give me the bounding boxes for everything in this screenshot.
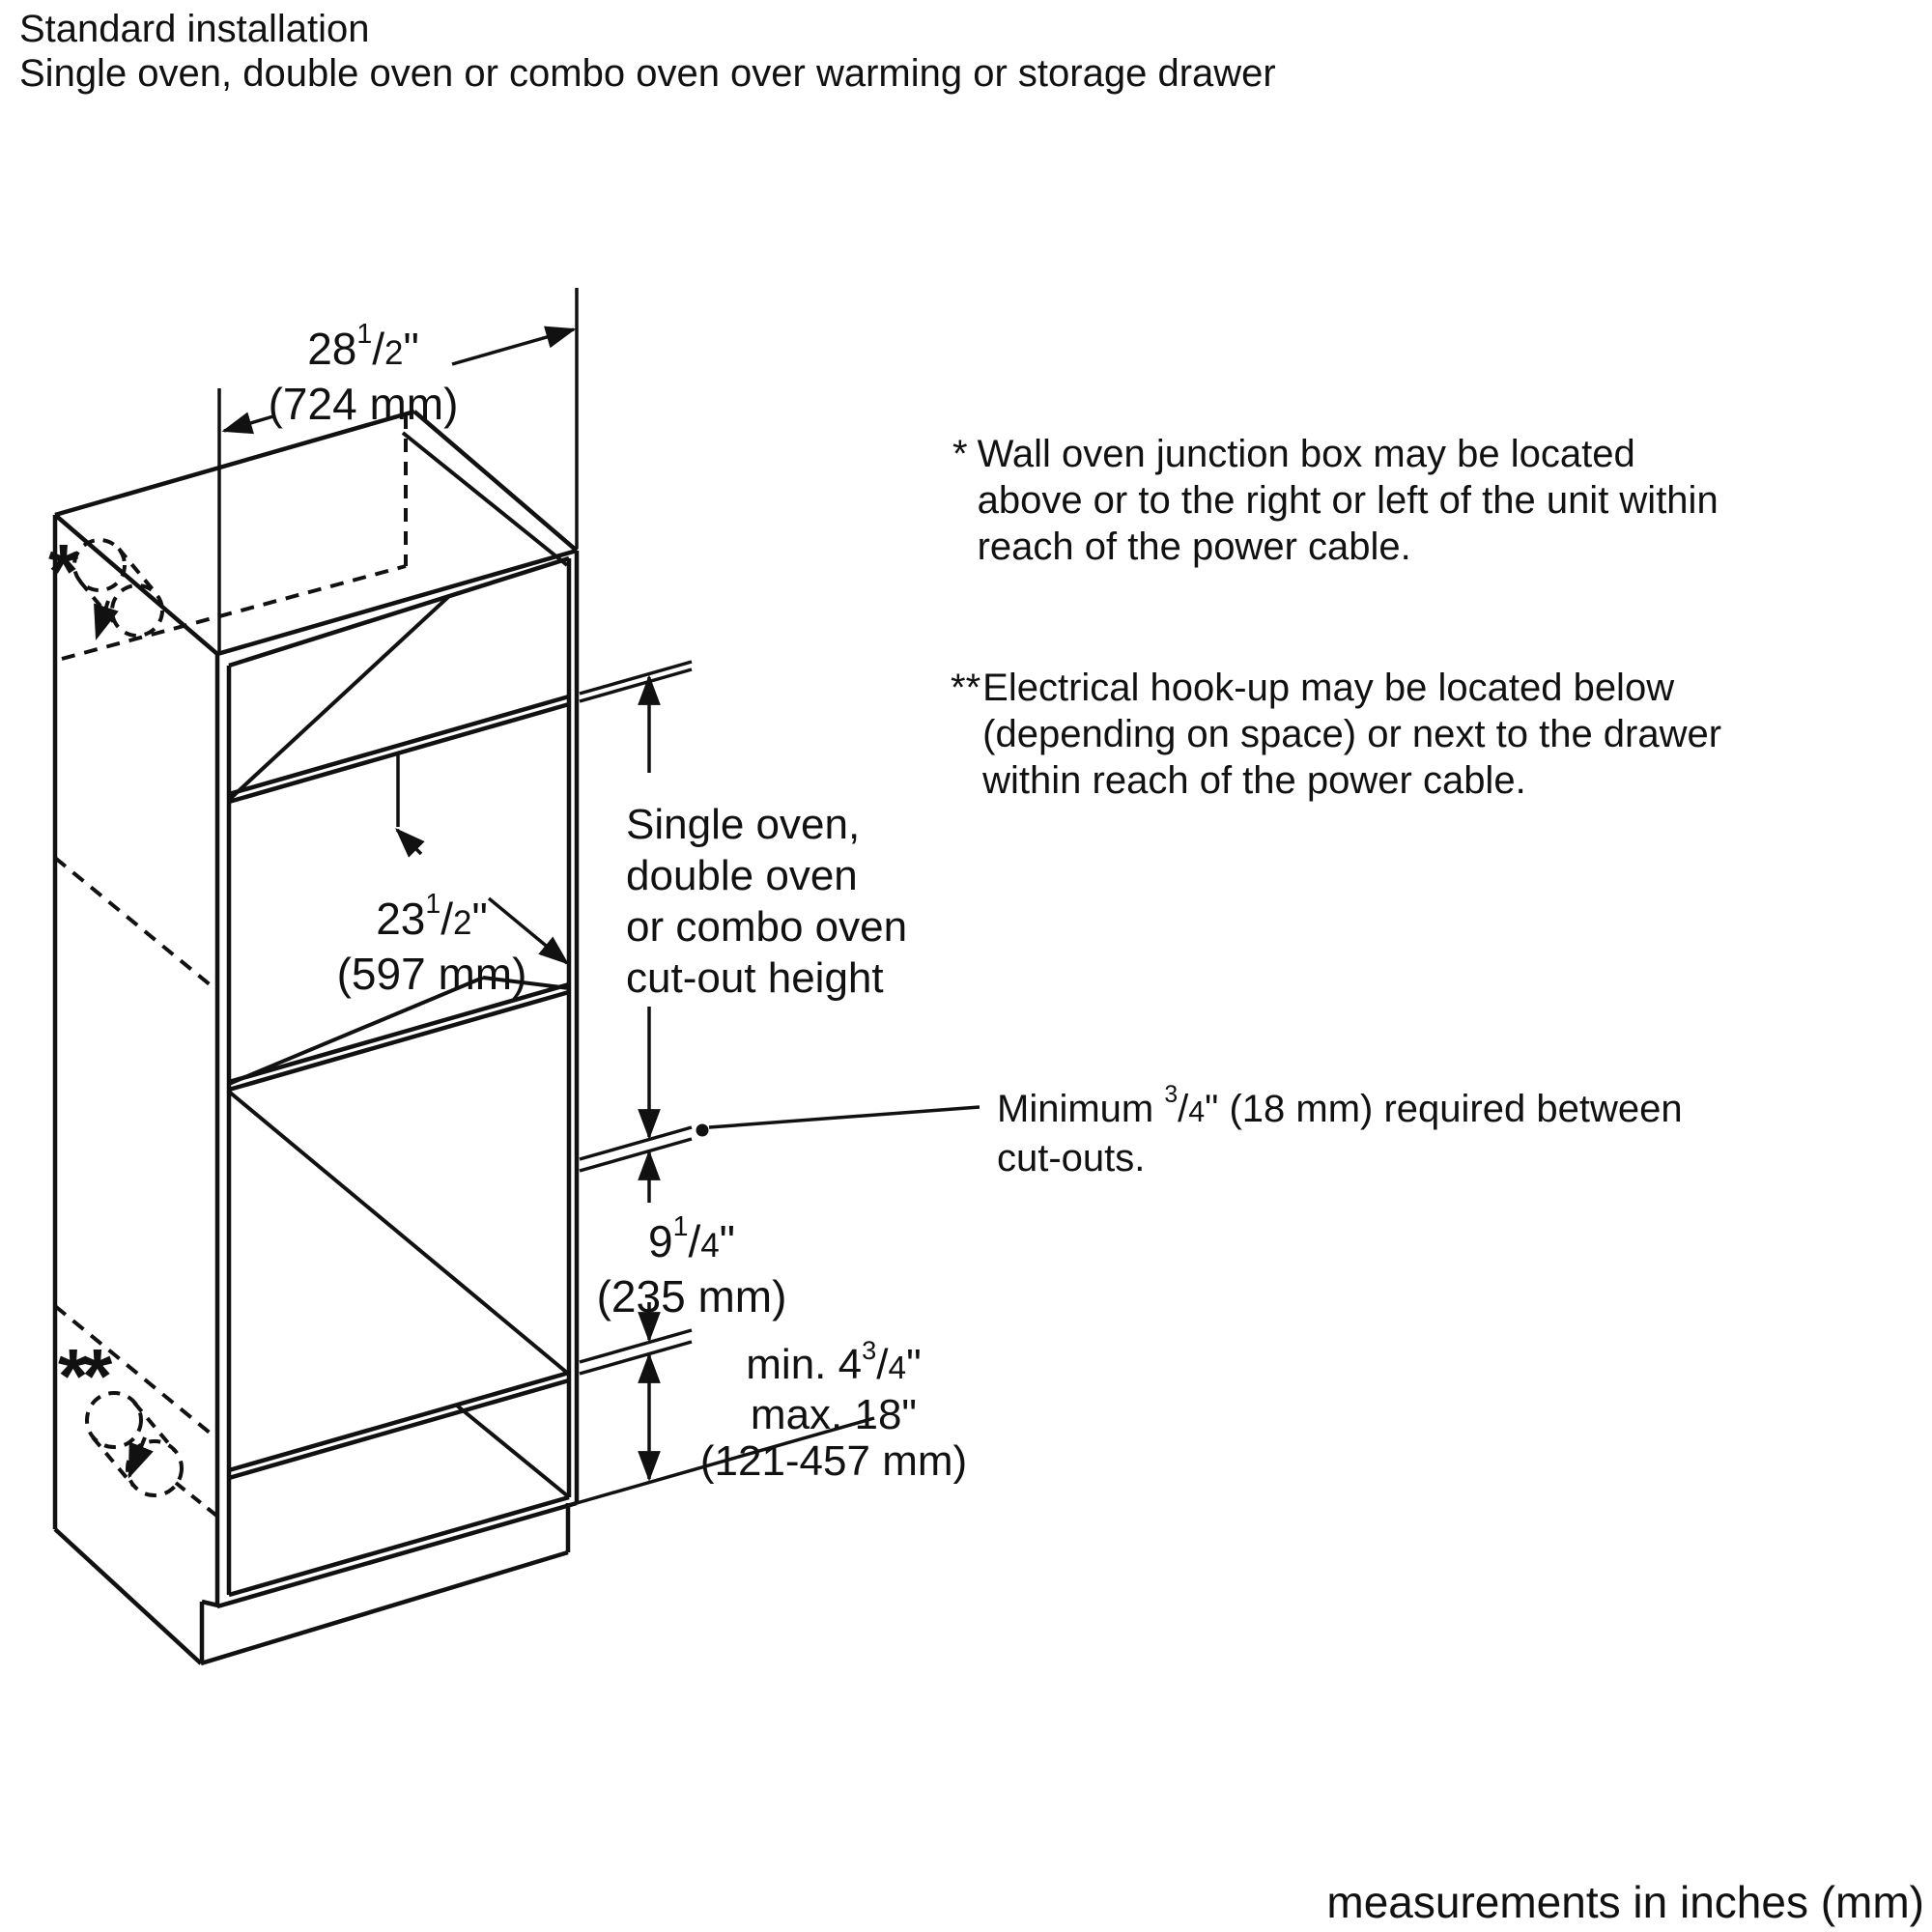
drawer-gap-dimension-label: 91/4" (235 mm) (597, 1202, 787, 1321)
oven-inches: 231/2" (376, 889, 488, 944)
oven-cutout-dimension-label: 231/2" (597 mm) (337, 879, 527, 999)
note-line: above or to the right or left of the uni… (977, 479, 1719, 522)
width-inches: 281/2" (307, 319, 419, 374)
dimension-reference-lines (217, 288, 980, 1505)
note-line: Minimum 3/4" (18 mm) required between (997, 1082, 1683, 1131)
cutout-caption-line: double oven (626, 852, 858, 899)
junction-box-star-marker: * (48, 528, 79, 614)
range-metric: (121-457 mm) (699, 1437, 968, 1486)
hidden-dashed-lines (53, 415, 408, 1439)
gap-inches: 91/4" (647, 1211, 736, 1266)
range-max: max. 18" (750, 1391, 918, 1439)
cutout-caption-line: or combo oven (626, 903, 908, 951)
note-double-star-marker: ** (951, 667, 981, 709)
bottom-range-dimension-label: min. 43/4" max. 18" (121-457 mm) (700, 1327, 967, 1485)
note-line: within reach of the power cable. (982, 759, 1526, 802)
note-line: (depending on space) or next to the draw… (982, 713, 1722, 755)
note-line: cut-outs. (997, 1137, 1146, 1180)
note-star-marker: * (952, 433, 968, 475)
leader-dot (696, 1123, 709, 1137)
minimum-between-cutouts-note: Minimum 3/4" (18 mm) required between cu… (997, 1072, 1683, 1181)
oven-metric: (597 mm) (336, 948, 527, 999)
page-subtitle: Single oven, double oven or combo oven o… (19, 52, 1276, 95)
cutout-caption-line: cut-out height (626, 954, 884, 1002)
width-metric: (724 mm) (268, 378, 459, 429)
page-title: Standard installation (19, 8, 370, 50)
electrical-hookup-note: ** Electrical hook-up may be located bel… (951, 665, 1721, 804)
units-footnote: measurements in inches (mm) (1326, 1877, 1924, 1927)
cutout-height-caption: Single oven, double oven or combo oven c… (626, 799, 907, 1004)
width-dimension-label: 281/2" (724 mm) (269, 309, 459, 429)
note-text: Electrical hook-up may be located below … (982, 665, 1721, 804)
cutout-caption-line: Single oven, (626, 801, 861, 848)
junction-box-dashed-cylinder (72, 538, 164, 640)
note-line: Electrical hook-up may be located below (982, 667, 1675, 709)
interior-depth-lines (227, 595, 570, 1498)
note-text: Wall oven junction box may be located ab… (978, 431, 1719, 570)
junction-box-note: * Wall oven junction box may be located … (952, 431, 1719, 570)
dimension-arrows (221, 326, 661, 1482)
note-line: reach of the power cable. (977, 526, 1411, 568)
note-line: Wall oven junction box may be located (977, 433, 1635, 475)
shelf-edges (228, 694, 570, 1481)
gap-metric: (235 mm) (596, 1270, 787, 1321)
electrical-hookup-dashed-cylinder (85, 1391, 222, 1520)
cabinet-outline (52, 409, 580, 1666)
range-min: min. 43/4" (746, 1335, 922, 1389)
electrical-stars-marker: ** (58, 1333, 112, 1419)
